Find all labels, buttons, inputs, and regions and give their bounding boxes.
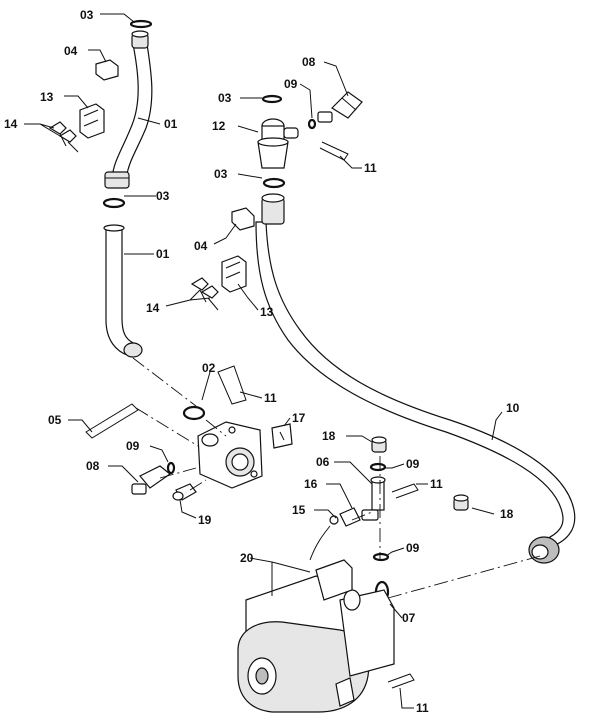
cap (371, 436, 469, 511)
label-12: 12 (212, 119, 226, 133)
valve-body (197, 421, 263, 489)
label-01: 01 (156, 247, 170, 261)
label-14: 14 (4, 117, 18, 131)
long-flow-pipe (255, 193, 576, 564)
label-19: 19 (198, 513, 212, 527)
double-clip (79, 103, 247, 293)
label-10: 10 (506, 401, 520, 415)
label-03: 03 (80, 8, 94, 22)
label-13: 13 (260, 305, 274, 319)
drain-plug (172, 483, 197, 501)
label-04: 04 (64, 44, 78, 58)
adapter (339, 507, 361, 527)
label-20: 20 (240, 551, 254, 565)
label-18: 18 (322, 429, 336, 443)
label-06: 06 (316, 455, 330, 469)
pipe-clip (95, 59, 255, 231)
temperature-sensor (317, 91, 363, 123)
label-11: 11 (264, 391, 277, 405)
label-11: 11 (364, 161, 377, 175)
label-04: 04 (194, 239, 208, 253)
circulation-pump (237, 559, 395, 713)
label-13: 13 (40, 90, 54, 104)
small-o-ring (166, 118, 317, 475)
label-03: 03 (218, 91, 232, 105)
tee-fitting (257, 118, 299, 169)
label-01: 01 (164, 117, 178, 131)
retaining-clip (217, 141, 419, 689)
label-03: 03 (156, 189, 170, 203)
label-11: 11 (416, 701, 429, 715)
label-14: 14 (146, 301, 160, 315)
label-17: 17 (292, 411, 306, 425)
label-08: 08 (302, 55, 316, 69)
wire-clip (85, 403, 139, 439)
left-lower-pipe (103, 224, 143, 358)
label-11: 11 (430, 477, 443, 491)
label-09: 09 (284, 77, 298, 91)
label-08: 08 (86, 459, 100, 473)
left-upper-pipe (104, 30, 153, 189)
label-07: 07 (402, 611, 416, 625)
label-02: 02 (202, 361, 216, 375)
leader-lines (24, 13, 503, 709)
label-16: 16 (304, 477, 318, 491)
bracket-plate (271, 423, 293, 449)
label-09: 09 (126, 439, 140, 453)
cable-sensor (309, 515, 339, 561)
label-09: 09 (406, 457, 420, 471)
part-labels: 03 04 13 14 01 03 01 03 12 09 08 11 03 0… (4, 8, 520, 715)
label-05: 05 (48, 413, 62, 427)
sensor-clip (48, 121, 219, 311)
label-03: 03 (214, 167, 228, 181)
label-09: 09 (406, 541, 420, 555)
assembly-line (132, 357, 541, 599)
valve-tube (361, 476, 386, 521)
pressure-sensor (131, 465, 172, 495)
label-15: 15 (292, 503, 306, 517)
label-18: 18 (500, 507, 514, 521)
